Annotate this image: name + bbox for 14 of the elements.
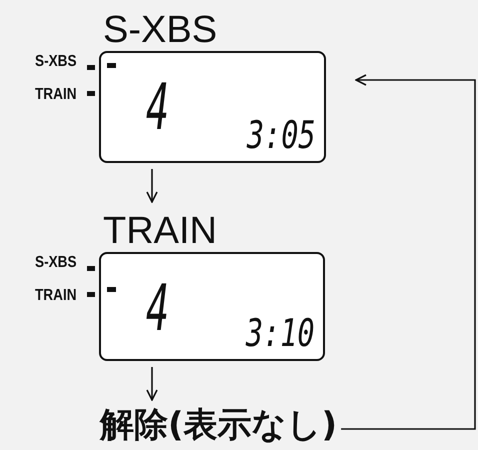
mode-heading: S-XBS: [103, 9, 218, 52]
indicator-label: S-XBS: [35, 53, 77, 71]
state-label: 解除(表示なし): [100, 402, 338, 448]
display-digit: 4: [146, 71, 170, 145]
indicator-label: TRAIN: [35, 287, 77, 305]
display-digit: 4: [146, 272, 170, 346]
arrow: [146, 169, 158, 203]
display-time: 3:05: [247, 113, 316, 157]
arrow: [341, 74, 476, 430]
indicator-label: TRAIN: [35, 86, 77, 104]
indicator-label: S-XBS: [35, 254, 77, 272]
display-time: 3:10: [246, 311, 315, 355]
mode-heading: TRAIN: [103, 210, 217, 253]
arrow: [146, 367, 158, 401]
